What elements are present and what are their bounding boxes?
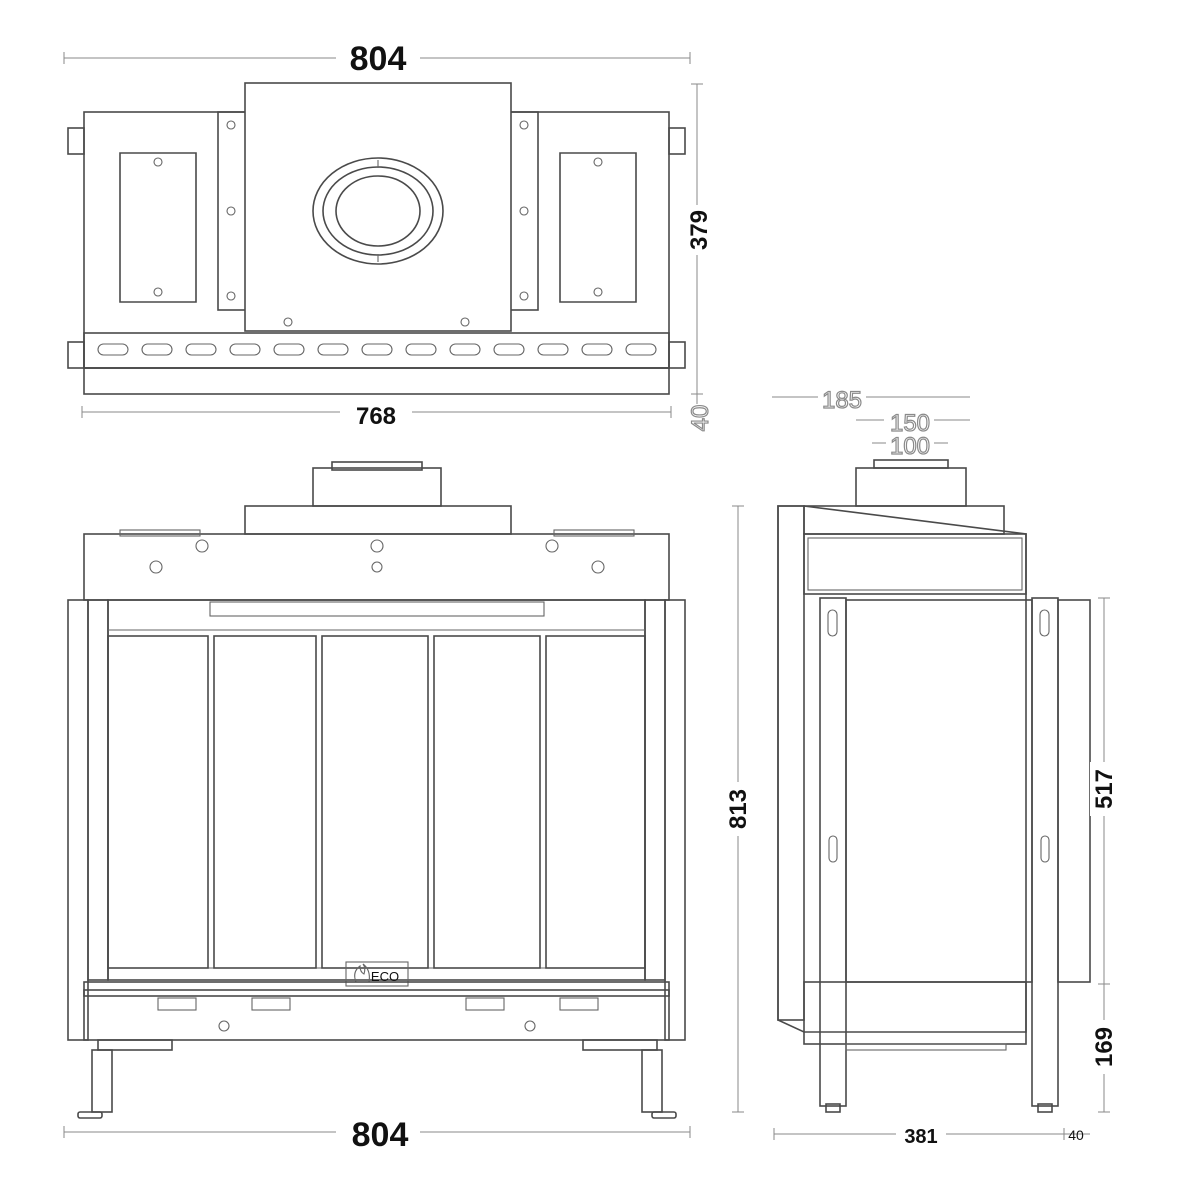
dim-front-width: 804 [352, 1116, 409, 1154]
dim-side-offset: 40 [1068, 1127, 1084, 1143]
dim-top-width: 804 [350, 40, 407, 78]
dim-top-inner-width: 768 [356, 403, 396, 430]
top-view: 804 379 768 40 [63, 36, 715, 432]
side-view: 185 150 100 [772, 384, 1120, 1148]
front-logo: ECO [371, 969, 399, 984]
dim-side-depth: 381 [904, 1126, 937, 1148]
front-view: ECO 804 813 [63, 461, 754, 1154]
dim-flue-inner: 100 [890, 433, 930, 460]
top-view-slots [97, 343, 657, 356]
dim-side-door-height: 517 [1091, 769, 1118, 809]
dim-front-height: 813 [725, 789, 752, 829]
dim-top-depth: 379 [686, 210, 713, 250]
dim-top-offset: 40 [687, 405, 714, 432]
dim-side-base-height: 169 [1091, 1027, 1118, 1067]
dim-flue-outer: 185 [822, 387, 862, 414]
